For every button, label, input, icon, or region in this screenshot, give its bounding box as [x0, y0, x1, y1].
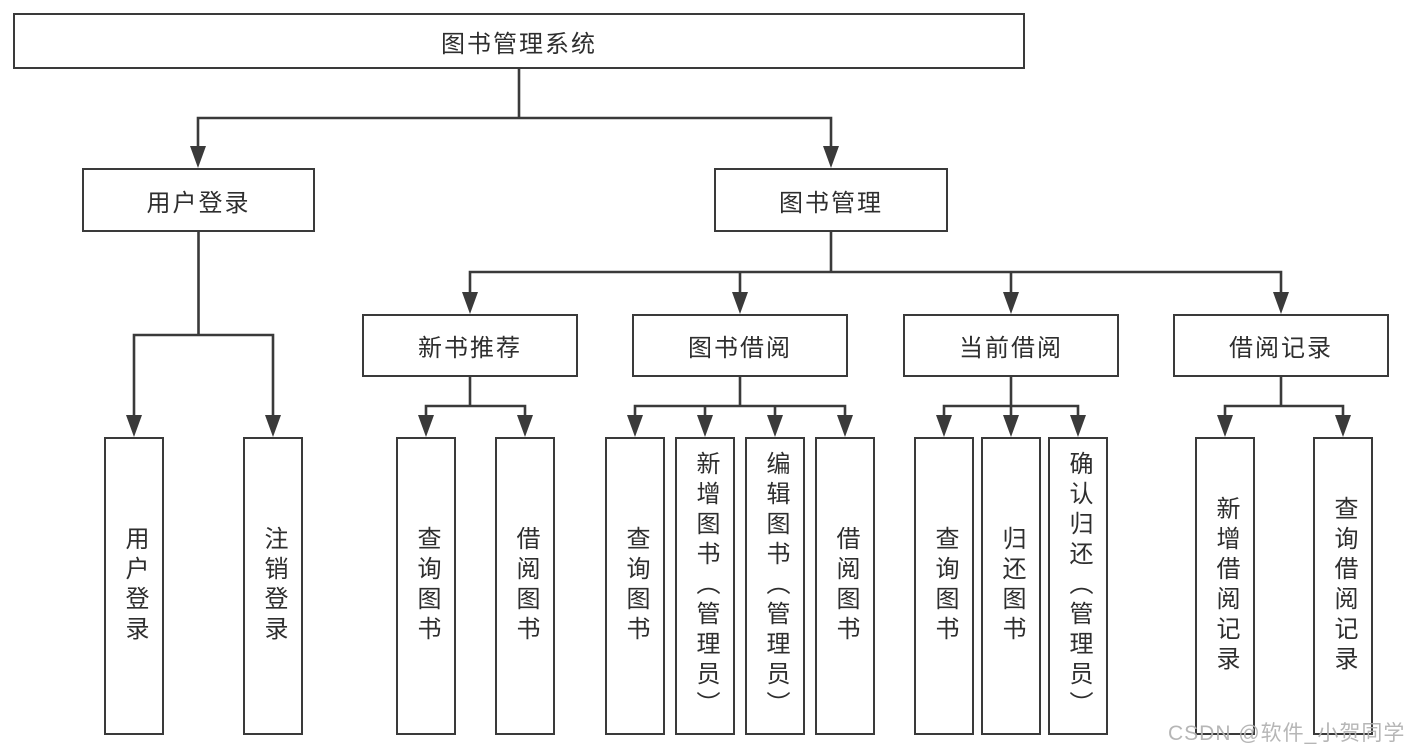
node-book-borrow: 图书借阅	[632, 314, 848, 377]
connector-bookborrow-branch	[633, 375, 847, 421]
node-label: 图书管理	[779, 189, 883, 217]
node-leaf-query-borrow-record: 查询借阅记录	[1313, 437, 1373, 735]
node-label: 查询图书	[931, 526, 958, 646]
node-label: 新书推荐	[418, 335, 522, 362]
node-user-login: 用户登录	[82, 168, 315, 232]
node-label: 注销登录	[260, 526, 287, 646]
node-leaf-confirm-return-admin: 确认归还（管理员）	[1048, 437, 1108, 735]
node-leaf-logout: 注销登录	[243, 437, 303, 735]
node-label: 查询图书	[622, 526, 649, 646]
node-label: 用户登录	[121, 526, 148, 646]
node-book-management: 图书管理	[714, 168, 948, 232]
node-label: 新增借阅记录	[1212, 496, 1239, 676]
node-leaf-query-books-borrow: 查询图书	[605, 437, 665, 735]
node-leaf-add-borrow-record: 新增借阅记录	[1195, 437, 1255, 735]
node-label: 查询图书	[413, 526, 440, 646]
node-label: 当前借阅	[959, 335, 1063, 362]
node-leaf-borrow-books: 借阅图书	[815, 437, 875, 735]
node-label: 新增图书（管理员）	[692, 451, 719, 721]
node-label: 归还图书	[998, 526, 1025, 646]
node-leaf-add-book-admin: 新增图书（管理员）	[675, 437, 735, 735]
connector-bookmgmt-branch	[468, 230, 1283, 298]
node-leaf-return-books: 归还图书	[981, 437, 1041, 735]
node-label: 查询借阅记录	[1330, 496, 1357, 676]
connector-userlogin-branch	[132, 230, 275, 421]
node-leaf-borrow-books-recommend: 借阅图书	[495, 437, 555, 735]
connector-root-to-level2	[196, 67, 833, 152]
connector-borrowrecord-branch	[1223, 375, 1345, 421]
node-label: 确认归还（管理员）	[1065, 451, 1092, 721]
node-label: 图书管理系统	[441, 30, 597, 58]
node-leaf-edit-book-admin: 编辑图书（管理员）	[745, 437, 805, 735]
node-label: 借阅记录	[1229, 335, 1333, 362]
node-leaf-user-login: 用户登录	[104, 437, 164, 735]
watermark: CSDN @软件_小贺同学	[1168, 722, 1405, 745]
node-label: 编辑图书（管理员）	[762, 451, 789, 721]
node-label: 图书借阅	[688, 335, 792, 362]
connector-currentborrow-branch	[942, 375, 1080, 421]
node-borrow-records: 借阅记录	[1173, 314, 1389, 377]
node-root: 图书管理系统	[13, 13, 1025, 69]
node-leaf-query-books-recommend: 查询图书	[396, 437, 456, 735]
node-label: 借阅图书	[512, 526, 539, 646]
node-label: 用户登录	[146, 189, 251, 217]
node-new-book-recommend: 新书推荐	[362, 314, 578, 377]
node-current-borrow: 当前借阅	[903, 314, 1119, 377]
connector-newbook-branch	[424, 375, 527, 421]
node-leaf-query-books-current: 查询图书	[914, 437, 974, 735]
node-label: 借阅图书	[832, 526, 859, 646]
